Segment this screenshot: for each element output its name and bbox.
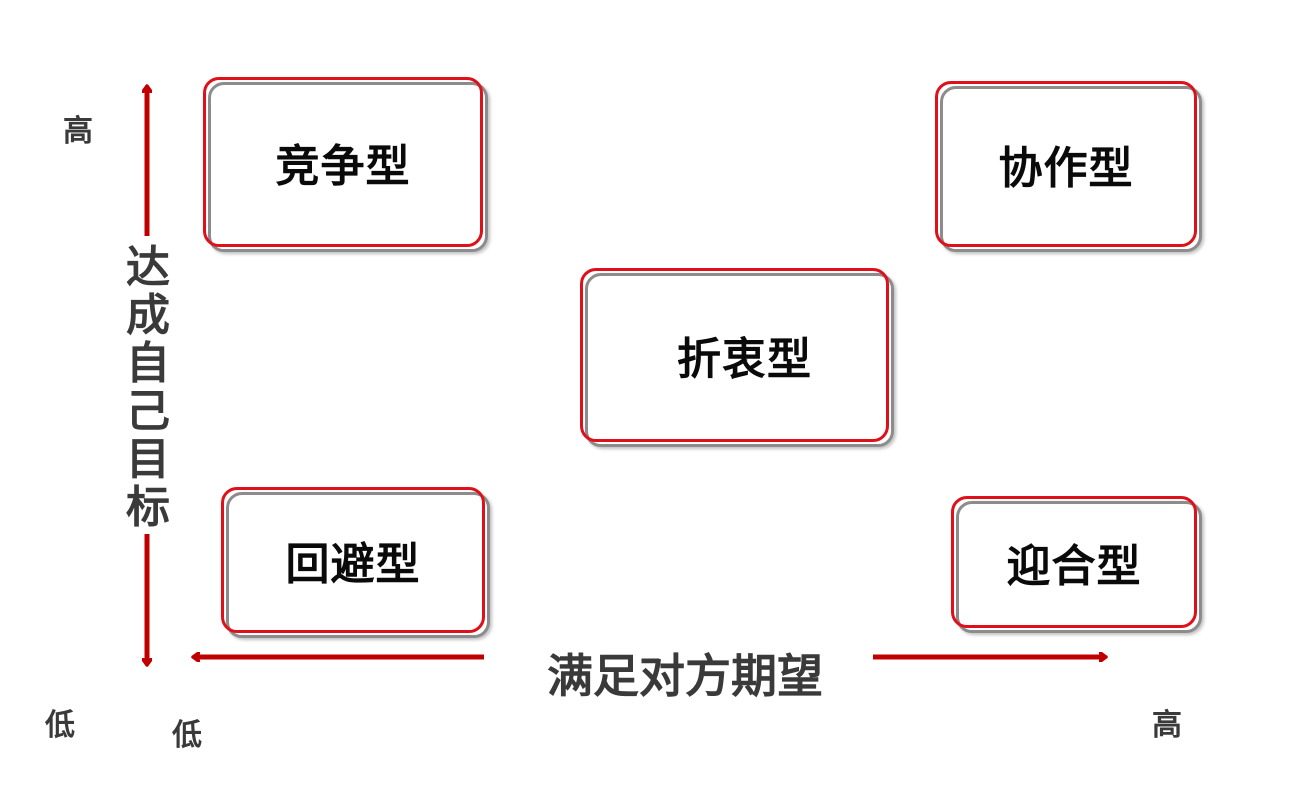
- y-axis-title-char: 自: [126, 338, 170, 389]
- box-avoiding-label: 回避型: [285, 539, 421, 590]
- y-axis-title-char: 达: [126, 242, 170, 293]
- box-accommodating-label: 迎合型: [1006, 541, 1142, 592]
- y-axis-title: 达 成 自 己 目 标: [120, 242, 176, 534]
- box-accommodating-shadow: [956, 501, 1202, 633]
- box-collaborating: 协作型: [935, 81, 1202, 252]
- box-compromising-frame: [580, 268, 889, 442]
- y-axis-high-label: 高: [63, 114, 93, 149]
- box-collaborating-shadow: [940, 86, 1202, 252]
- box-compromising-label: 折衷型: [677, 334, 812, 385]
- y-axis-title-char: 己: [126, 386, 170, 437]
- box-avoiding-frame: [221, 487, 485, 633]
- x-axis-title: 满足对方期望: [547, 649, 823, 703]
- box-compromising: 折衷型: [580, 268, 894, 447]
- box-accommodating-frame: [951, 496, 1197, 628]
- box-collaborating-frame: [935, 81, 1197, 247]
- box-competing-frame: [203, 77, 483, 247]
- box-accommodating: 迎合型: [951, 496, 1202, 633]
- y-axis-title-char: 成: [126, 290, 170, 341]
- box-competing-shadow: [208, 82, 488, 252]
- box-competing: 竞争型: [203, 77, 488, 252]
- y-axis-title-char: 目: [126, 434, 170, 485]
- y-axis-low-label: 低: [45, 708, 75, 743]
- x-axis-low-label: 低: [172, 718, 202, 753]
- box-collaborating-label: 协作型: [998, 143, 1134, 194]
- box-competing-label: 竞争型: [275, 141, 411, 192]
- box-compromising-shadow: [585, 273, 894, 447]
- y-axis-title-char: 标: [126, 482, 170, 533]
- box-avoiding-shadow: [226, 492, 490, 638]
- x-axis-high-label: 高: [1152, 708, 1182, 743]
- box-avoiding: 回避型: [221, 487, 490, 638]
